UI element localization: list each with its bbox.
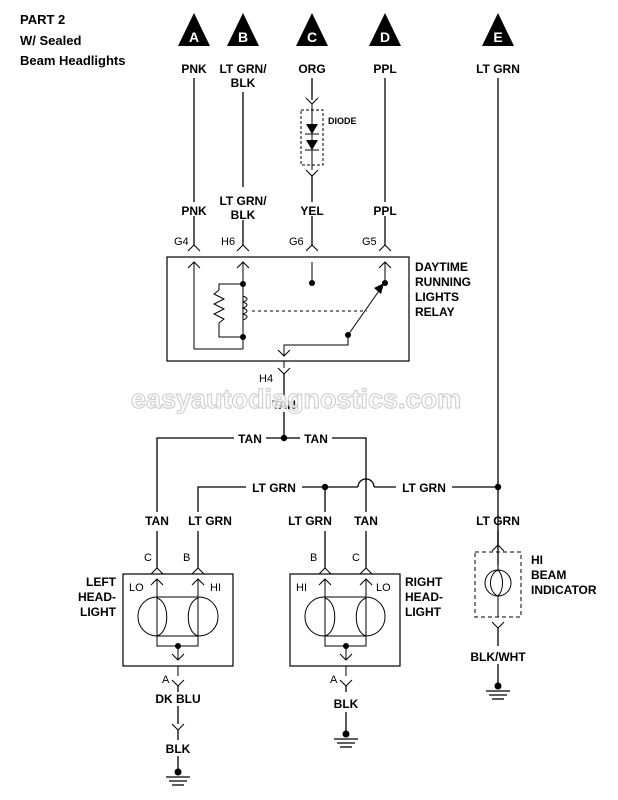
relay-label-line4: RELAY: [415, 305, 455, 319]
right-headlight-name-2: HEAD-: [405, 590, 443, 604]
wire-label-b-line2: BLK: [231, 76, 256, 90]
relay-label-line1: DAYTIME: [415, 260, 468, 274]
right-hi-label: HI: [296, 582, 307, 594]
right-headlight-box: [289, 573, 401, 667]
ltgrn-bus: [197, 478, 502, 512]
relay-label-line3: LIGHTS: [415, 290, 459, 304]
right-wire-c: TAN: [354, 514, 378, 528]
right-headlight-name-3: LIGHT: [405, 605, 442, 619]
connector-a-letter: A: [189, 29, 199, 45]
connector-b-letter: B: [238, 29, 248, 45]
pin-h4: H4: [259, 373, 273, 385]
connector-c-letter: C: [307, 29, 317, 45]
connector-c: C: [296, 13, 328, 46]
indicator-wire: LT GRN: [476, 514, 520, 528]
wire-tan-right: TAN: [304, 432, 328, 446]
right-wire-b: LT GRN: [288, 514, 332, 528]
left-headlight-name-2: HEAD-: [78, 590, 116, 604]
wire-label-b-line1: LT GRN/: [219, 62, 267, 76]
pin-h6: H6: [221, 236, 235, 248]
wires-top: [193, 78, 499, 565]
right-pin-a: A: [330, 674, 338, 686]
right-pin-b: B: [310, 552, 317, 564]
diode: DIODE: [300, 97, 357, 177]
connector-b: B: [227, 13, 259, 46]
left-pin-a: A: [162, 674, 170, 686]
relay-box: [166, 256, 410, 362]
relay-connector-symbols: [187, 244, 392, 252]
wire-tan-left: TAN: [238, 432, 262, 446]
left-pin-c: C: [144, 552, 152, 564]
left-ground-path: [166, 666, 190, 786]
pin-g4: G4: [174, 236, 189, 248]
left-wire-c: TAN: [145, 514, 169, 528]
tan-bus: [156, 434, 367, 512]
indicator-label-line2: BEAM: [531, 568, 566, 582]
relay-label-line2: RUNNING: [415, 275, 471, 289]
wire-label-c: ORG: [298, 62, 325, 76]
connector-e: E: [482, 13, 514, 46]
right-lo-label: LO: [376, 582, 391, 594]
pin-g6: G6: [289, 236, 304, 248]
left-wire-b: LT GRN: [188, 514, 232, 528]
left-headlight-bulb: [137, 578, 219, 661]
relay-wire-g5: PPL: [373, 204, 396, 218]
relay-wire-g4: PNK: [181, 204, 207, 218]
hi-beam-indicator: [474, 531, 522, 700]
wire-tan-main: TAN: [272, 398, 296, 412]
h4-output: [277, 361, 291, 438]
indicator-label-line1: HI: [531, 553, 543, 567]
title-line-3: Beam Headlights: [20, 53, 125, 68]
left-pin-b: B: [183, 552, 190, 564]
relay-wire-h6-line1: LT GRN/: [219, 194, 267, 208]
connector-d-letter: D: [380, 29, 390, 45]
connector-e-letter: E: [493, 29, 502, 45]
wire-label-d: PPL: [373, 62, 396, 76]
left-ground-wire-2: BLK: [166, 742, 191, 756]
relay-internals: [187, 261, 392, 357]
left-headlight-name-1: LEFT: [86, 575, 117, 589]
left-headlight-name-3: LIGHT: [80, 605, 117, 619]
left-headlight-wiring: [150, 531, 205, 575]
right-pin-c: C: [352, 552, 360, 564]
connector-a: A: [178, 13, 210, 46]
diode-label: DIODE: [328, 116, 357, 126]
title-line-2: W/ Sealed: [20, 33, 81, 48]
indicator-ground-wire: BLK/WHT: [470, 650, 526, 664]
relay-wire-g6: YEL: [300, 204, 323, 218]
right-headlight-name-1: RIGHT: [405, 575, 443, 589]
connector-d: D: [369, 13, 401, 46]
wire-ltgrn-right: LT GRN: [402, 481, 446, 495]
right-headlight-wiring: [318, 531, 373, 575]
wire-label-a: PNK: [181, 62, 207, 76]
indicator-label-line3: INDICATOR: [531, 583, 597, 597]
right-ground-wire: BLK: [334, 697, 359, 711]
pin-g5: G5: [362, 236, 377, 248]
watermark: easyautodiagnostics.com: [131, 384, 461, 414]
left-lo-label: LO: [129, 582, 144, 594]
left-ground-wire-1: DK BLU: [155, 692, 200, 706]
wire-ltgrn-left: LT GRN: [252, 481, 296, 495]
title-line-1: PART 2: [20, 12, 65, 27]
wire-label-e: LT GRN: [476, 62, 520, 76]
left-hi-label: HI: [210, 582, 221, 594]
right-headlight-bulb: [304, 578, 386, 661]
relay-wire-h6-line2: BLK: [231, 208, 256, 222]
right-ground-path: [334, 666, 358, 748]
